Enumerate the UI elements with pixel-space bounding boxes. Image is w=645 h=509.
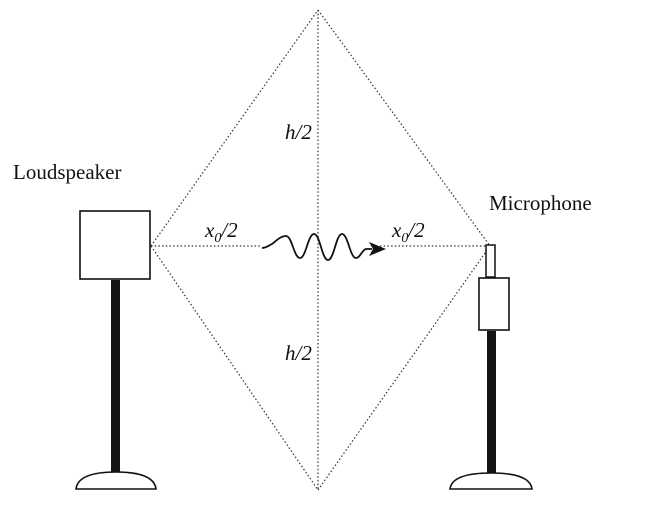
microphone-body [478,277,510,331]
loudspeaker-stand-base [75,471,157,490]
loudspeaker-stand-pole [111,280,120,474]
sound-wave-curve [261,233,372,261]
distance-left-fraction: /2 [220,218,238,242]
distance-left-symbol: x [204,218,215,242]
microphone-stand-base [449,472,533,490]
wave-arrowhead-icon [369,242,386,256]
distance-right-symbol: x [391,218,402,242]
lower-right-ray [317,245,491,491]
microphone [449,244,533,490]
distance-right-subscript: 0 [401,231,408,246]
ray-paths [150,9,491,491]
loudspeaker [75,210,157,490]
distance-left-label: x0/2 [204,218,238,246]
loudspeaker-box [79,210,151,280]
distance-right-fraction: /2 [407,218,425,242]
microphone-stand-pole [487,331,496,474]
microphone-capsule [485,244,496,278]
height-lower-label: h/2 [285,341,312,365]
distance-left-subscript: 0 [214,231,221,246]
sound-wave [261,233,386,261]
distance-right-label: x0/2 [391,218,425,246]
lower-left-ray [150,245,319,491]
loudspeaker-label: Loudspeaker [13,160,121,184]
upper-right-ray [317,9,491,247]
height-upper-label: h/2 [285,120,312,144]
microphone-label: Microphone [489,191,592,215]
upper-left-ray [150,9,319,247]
